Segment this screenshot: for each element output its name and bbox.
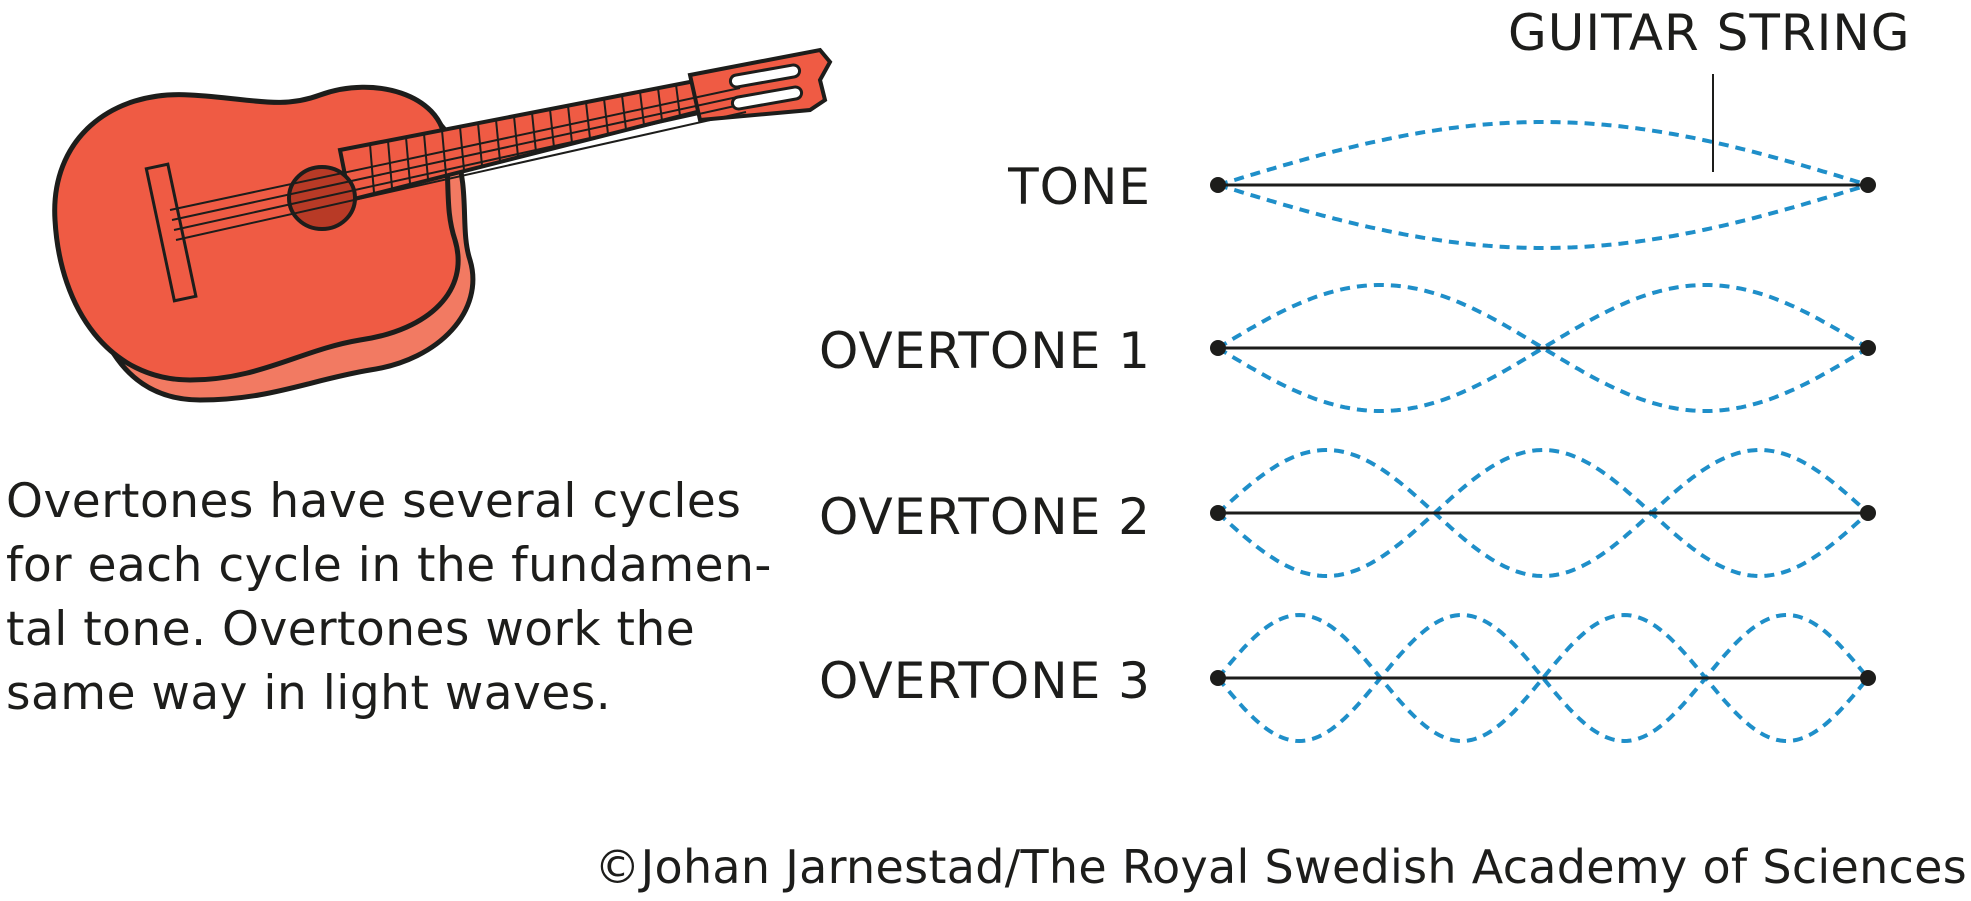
guitar-fret [459, 126, 465, 171]
string-end-left [1210, 670, 1226, 686]
string-end-right [1860, 505, 1876, 521]
string-end-left [1210, 340, 1226, 356]
wave-row-overtone-3 [1210, 612, 1876, 744]
guitar-fret [405, 137, 411, 184]
guitar-bridge [144, 162, 198, 303]
guitar-fret [495, 119, 501, 162]
wave-row-overtone-1 [1210, 283, 1876, 413]
wave-row-overtone-2 [1210, 447, 1876, 579]
string-end-left [1210, 505, 1226, 521]
guitar-fret [639, 91, 645, 126]
wave-upper-envelope [1216, 283, 1870, 413]
guitar-strings [169, 87, 747, 241]
string-end-right [1860, 177, 1876, 193]
guitar-fret [621, 95, 627, 130]
row-label-overtone-3: OVERTONE 3 [819, 652, 1151, 710]
guitar-headstock [687, 47, 833, 123]
guitar-fret [387, 140, 393, 189]
guitar-fret [477, 123, 483, 166]
guitar-string-pointer [1712, 74, 1714, 172]
standing-wave-diagram [1210, 120, 1876, 744]
guitar-fret [549, 109, 555, 148]
guitar-fret [441, 130, 447, 175]
copyright-credit: ©Johan Jarnestad/The Royal Swedish Acade… [594, 840, 1967, 894]
guitar-fret [603, 98, 609, 135]
guitar-fret [513, 116, 519, 157]
guitar-fret [585, 102, 591, 139]
wave-upper-envelope [1217, 120, 1869, 187]
string-end-left [1210, 177, 1226, 193]
guitar-fret [531, 112, 537, 153]
guitar-fret [675, 84, 681, 117]
row-label-overtone-1: OVERTONE 1 [819, 322, 1151, 380]
row-label-tone: TONE [1008, 158, 1151, 216]
wave-upper-envelope [1216, 448, 1870, 579]
guitar-fret [423, 133, 429, 180]
guitar-tuner-slot [730, 85, 804, 111]
wave-lower-envelope [1216, 447, 1870, 578]
string-end-right [1860, 670, 1876, 686]
guitar-tuner-slot [728, 63, 802, 89]
string-end-right [1860, 340, 1876, 356]
guitar-fret [657, 88, 663, 121]
guitar-frets [369, 84, 681, 193]
guitar-fret [369, 144, 375, 193]
description-text: Overtones have several cycles for each c… [6, 474, 772, 721]
guitar-fret [567, 105, 573, 144]
guitar-illustration [52, 47, 833, 403]
row-label-overtone-2: OVERTONE 2 [819, 488, 1151, 546]
wave-row-tone [1210, 120, 1876, 250]
guitar-string-label: GUITAR STRING [1508, 4, 1911, 62]
wave-lower-envelope [1216, 283, 1870, 413]
wave-lower-envelope [1217, 183, 1869, 250]
